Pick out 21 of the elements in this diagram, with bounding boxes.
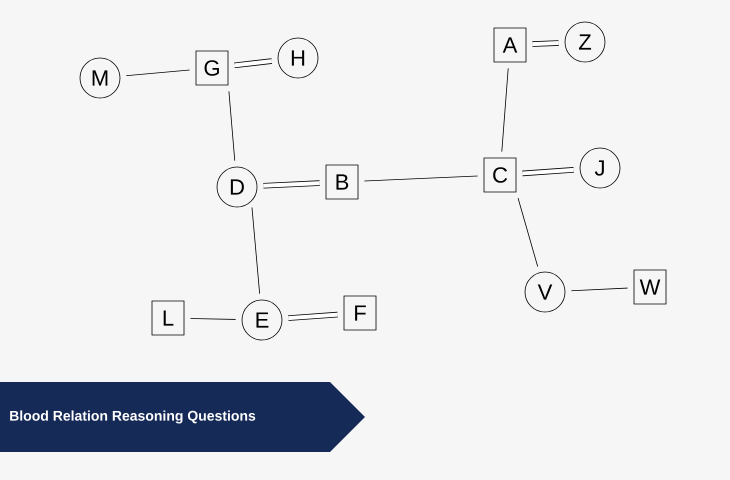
- person-box: A: [494, 28, 526, 62]
- marriage-line: [288, 312, 338, 321]
- person-box: F: [344, 296, 376, 330]
- marriage-line: [532, 40, 559, 47]
- person-box: L: [152, 300, 184, 336]
- relation-line: [126, 70, 190, 76]
- marriage-line: [263, 180, 320, 189]
- person-box: W: [634, 270, 666, 304]
- marriage-line: [234, 58, 272, 68]
- relation-line: [364, 176, 478, 182]
- marriage-line: [522, 167, 574, 176]
- relation-line: [190, 318, 236, 320]
- relation-line: [252, 207, 260, 294]
- relation-line: [501, 68, 509, 152]
- relation-line: [570, 288, 628, 292]
- person-box: C: [484, 158, 516, 192]
- person-box: B: [326, 164, 358, 200]
- person-box: G: [196, 50, 228, 86]
- title-banner: Blood Relation Reasoning Questions: [0, 382, 365, 452]
- relation-line: [518, 198, 538, 268]
- relation-line: [228, 90, 236, 162]
